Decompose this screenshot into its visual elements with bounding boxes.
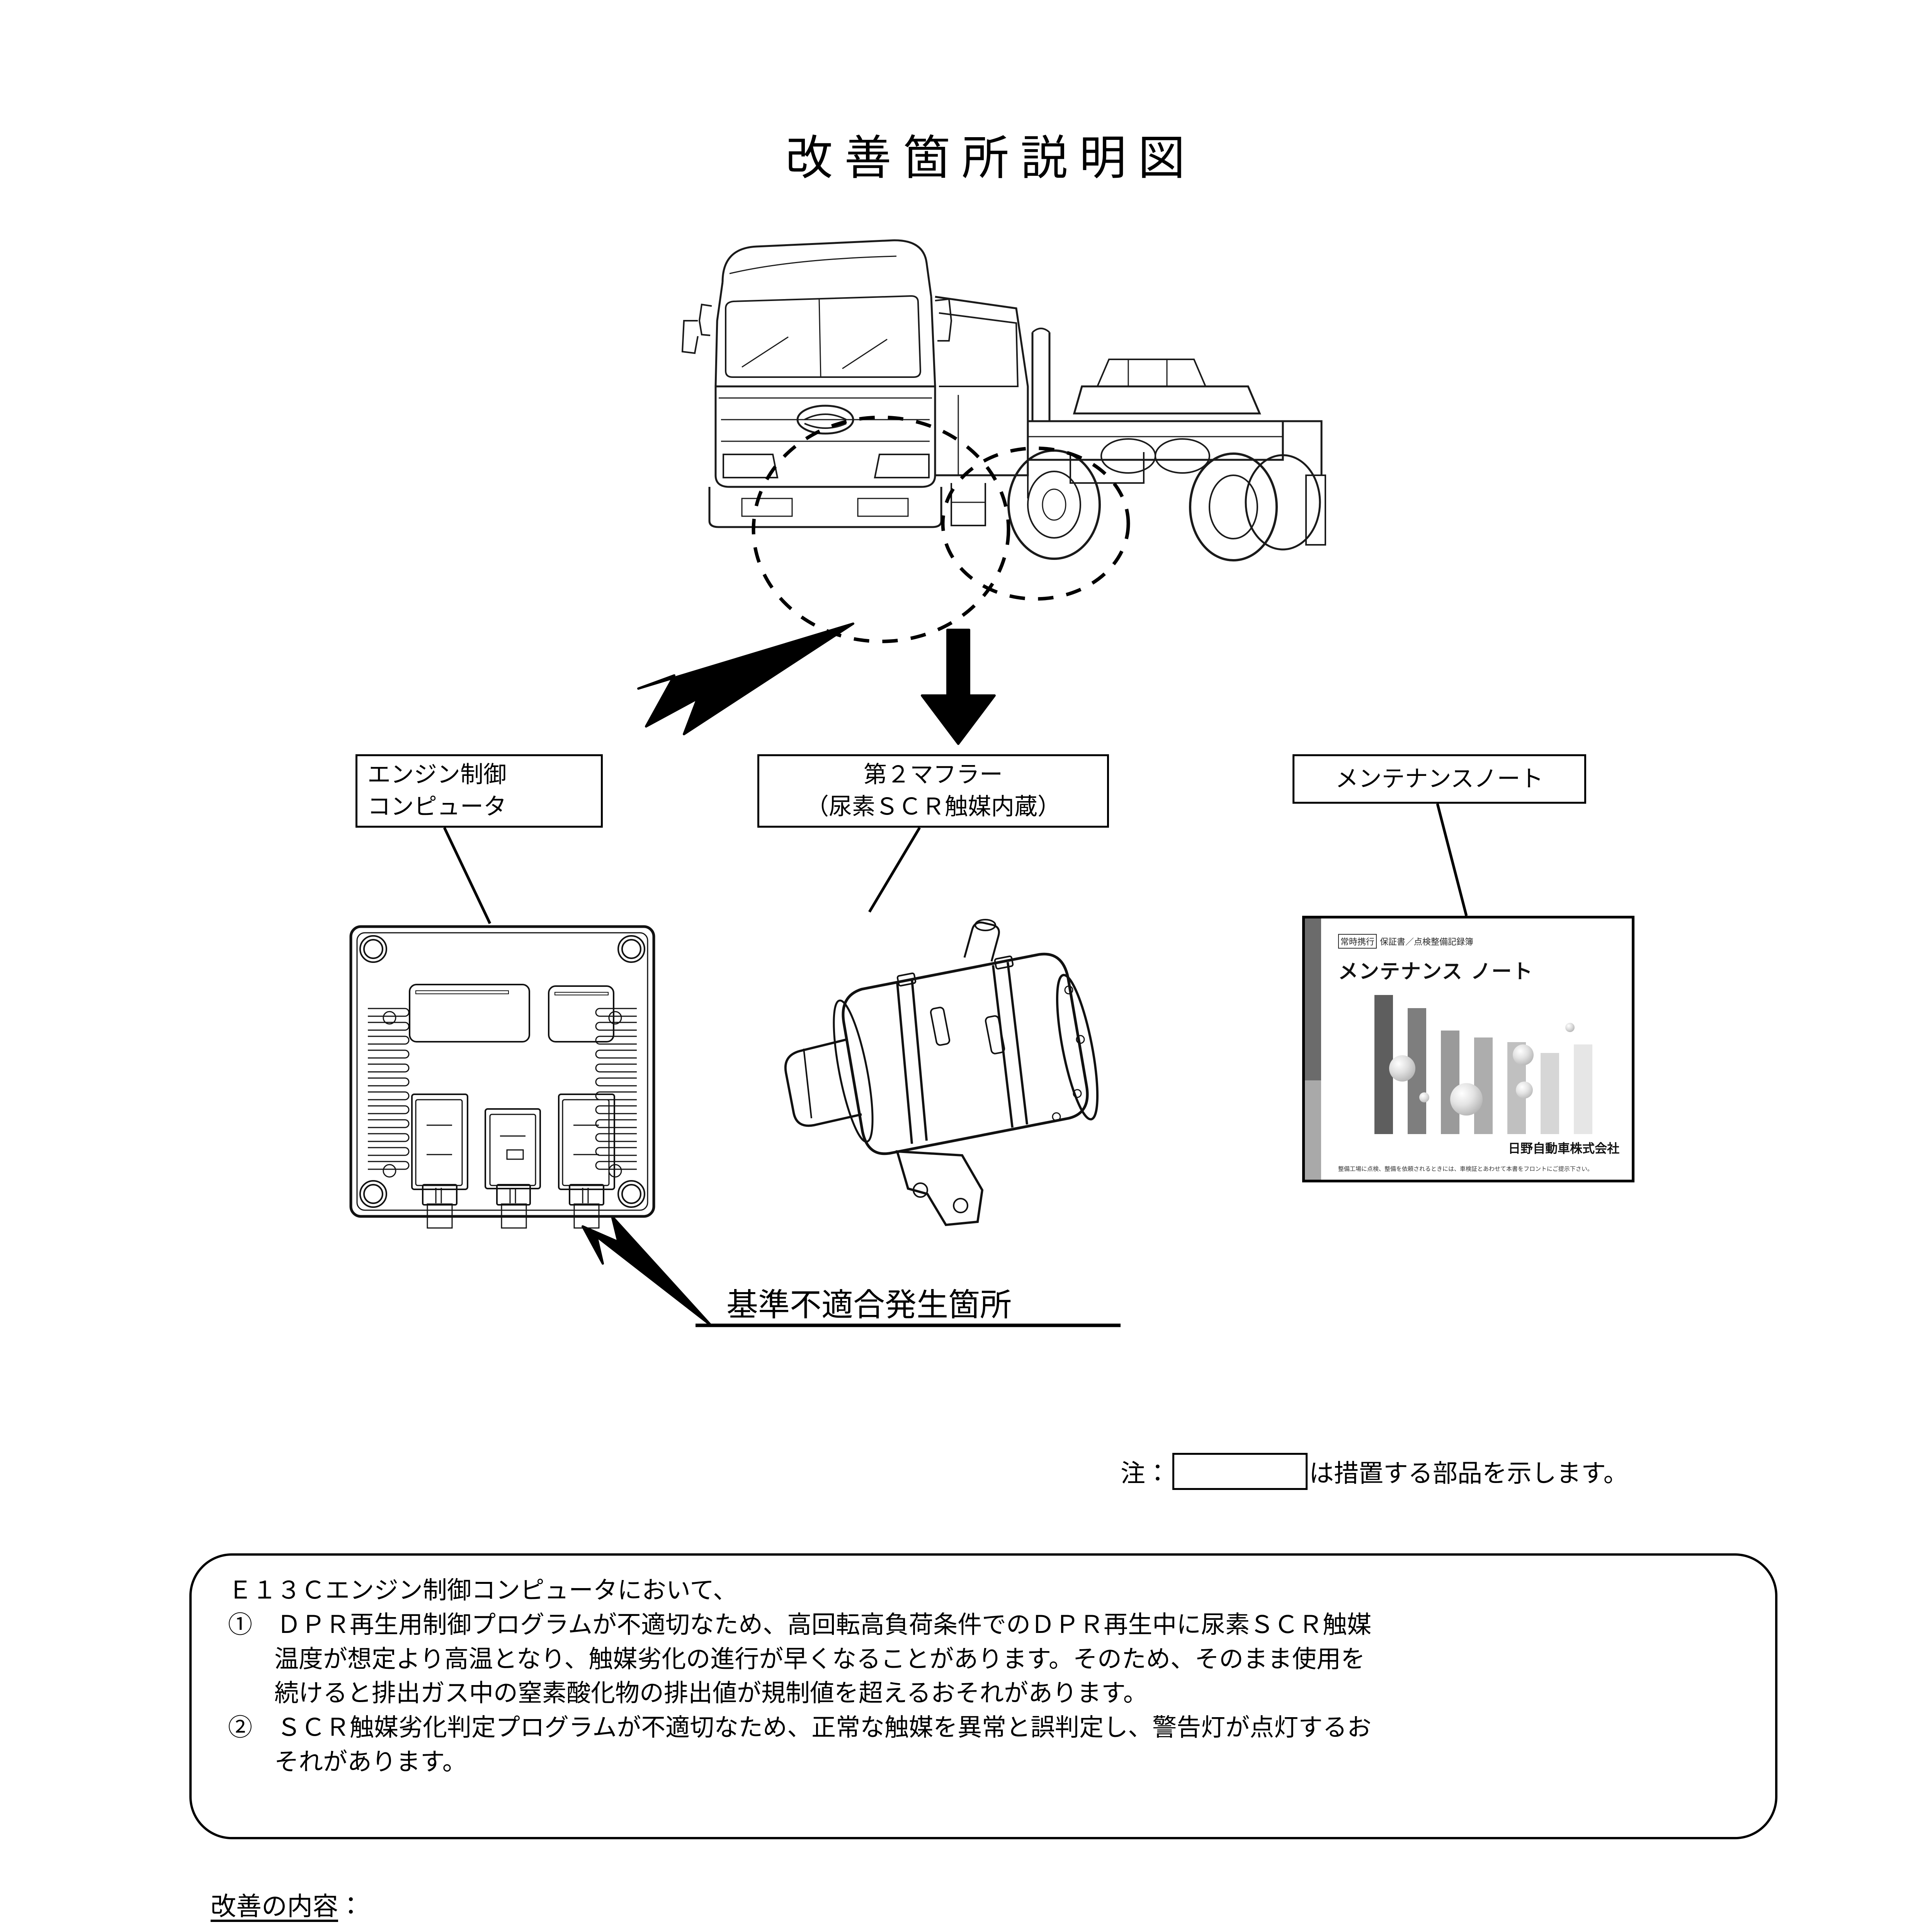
booklet-spine-lower xyxy=(1305,1080,1321,1180)
desc-item2-line2: それがあります。 xyxy=(274,1748,467,1776)
improvement-heading: 改善の内容： xyxy=(211,1886,364,1923)
engine-control-computer-illustration xyxy=(340,920,665,1240)
note-swatch-box xyxy=(1172,1453,1308,1490)
desc-intro: Ｅ１３Ｃエンジン制御コンピュータにおいて、 xyxy=(228,1577,737,1604)
legend-note: 注： は措置する部品を示します。 xyxy=(1121,1453,1628,1490)
booklet-brand: 日野自動車株式会社 xyxy=(1508,1141,1619,1156)
improvement-heading-text: 改善の内容 xyxy=(211,1893,338,1921)
desc-item1-line1: ① ＤＰＲ再生用制御プログラムが不適切なため、高回転高負荷条件でのＤＰＲ再生中に… xyxy=(228,1611,1372,1638)
maintenance-note-booklet-illustration: 常時携行 保証書／点検整備記録簿 メンテナンス ノート 日野自動車株式会社 整備… xyxy=(1302,916,1634,1182)
callout-second-muffler: 第２マフラー （尿素ＳＣＲ触媒内蔵） xyxy=(757,754,1109,828)
description-text: Ｅ１３Ｃエンジン制御コンピュータにおいて、 ① ＤＰＲ再生用制御プログラムが不適… xyxy=(228,1573,1758,1779)
booklet-tag-text: 保証書／点検整備記録簿 xyxy=(1380,937,1474,947)
callout-maintenance-note: メンテナンスノート xyxy=(1293,754,1586,804)
improvement-heading-colon: ： xyxy=(338,1893,364,1921)
callout-ecu-line2: コンピュータ xyxy=(367,794,507,820)
leader-line-booklet xyxy=(1436,803,1468,916)
callout-engine-control-computer: エンジン制御 コンピュータ xyxy=(355,754,603,828)
booklet-spine-upper xyxy=(1305,918,1321,1081)
page-title: 改善箇所説明図 xyxy=(786,133,1197,185)
desc-item1-line2: 温度が想定より高温となり、触媒劣化の進行が早くなることがあります。そのため、その… xyxy=(274,1645,1366,1673)
truck-front-quarter-illustration xyxy=(626,205,1345,707)
leader-line-ecu xyxy=(443,827,492,924)
callout-note-line1: メンテナンスノート xyxy=(1335,766,1544,792)
defect-location-label: 基準不適合発生箇所 xyxy=(726,1287,1012,1323)
booklet-tagline: 常時携行 保証書／点検整備記録簿 xyxy=(1338,934,1473,949)
booklet-fine-print: 整備工場に点検、整備を依頼されるときには、車検証とあわせて本書をフロントにご提示… xyxy=(1338,1165,1593,1172)
callout-muffler-line1: 第２マフラー xyxy=(864,762,1003,788)
booklet-graphic-bars xyxy=(1374,987,1622,1134)
booklet-title: メンテナンス ノート xyxy=(1338,960,1534,983)
second-muffler-scr-catalyst-illustration xyxy=(746,885,1132,1256)
note-prefix: 注： xyxy=(1121,1460,1170,1487)
desc-item1-line3: 続けると排出ガス中の窒素酸化物の排出値が規制値を超えるおそれがあります。 xyxy=(274,1680,1148,1707)
booklet-tag-boxed: 常時携行 xyxy=(1338,934,1377,949)
note-suffix: は措置する部品を示します。 xyxy=(1309,1460,1628,1487)
callout-muffler-line2: （尿素ＳＣＲ触媒内蔵） xyxy=(806,794,1061,820)
description-bracket-box xyxy=(189,1553,1777,1839)
callout-ecu-line1: エンジン制御 xyxy=(367,762,507,788)
desc-item2-line1: ② ＳＣＲ触媒劣化判定プログラムが不適切なため、正常な触媒を異常と誤判定し、警告… xyxy=(228,1714,1372,1742)
